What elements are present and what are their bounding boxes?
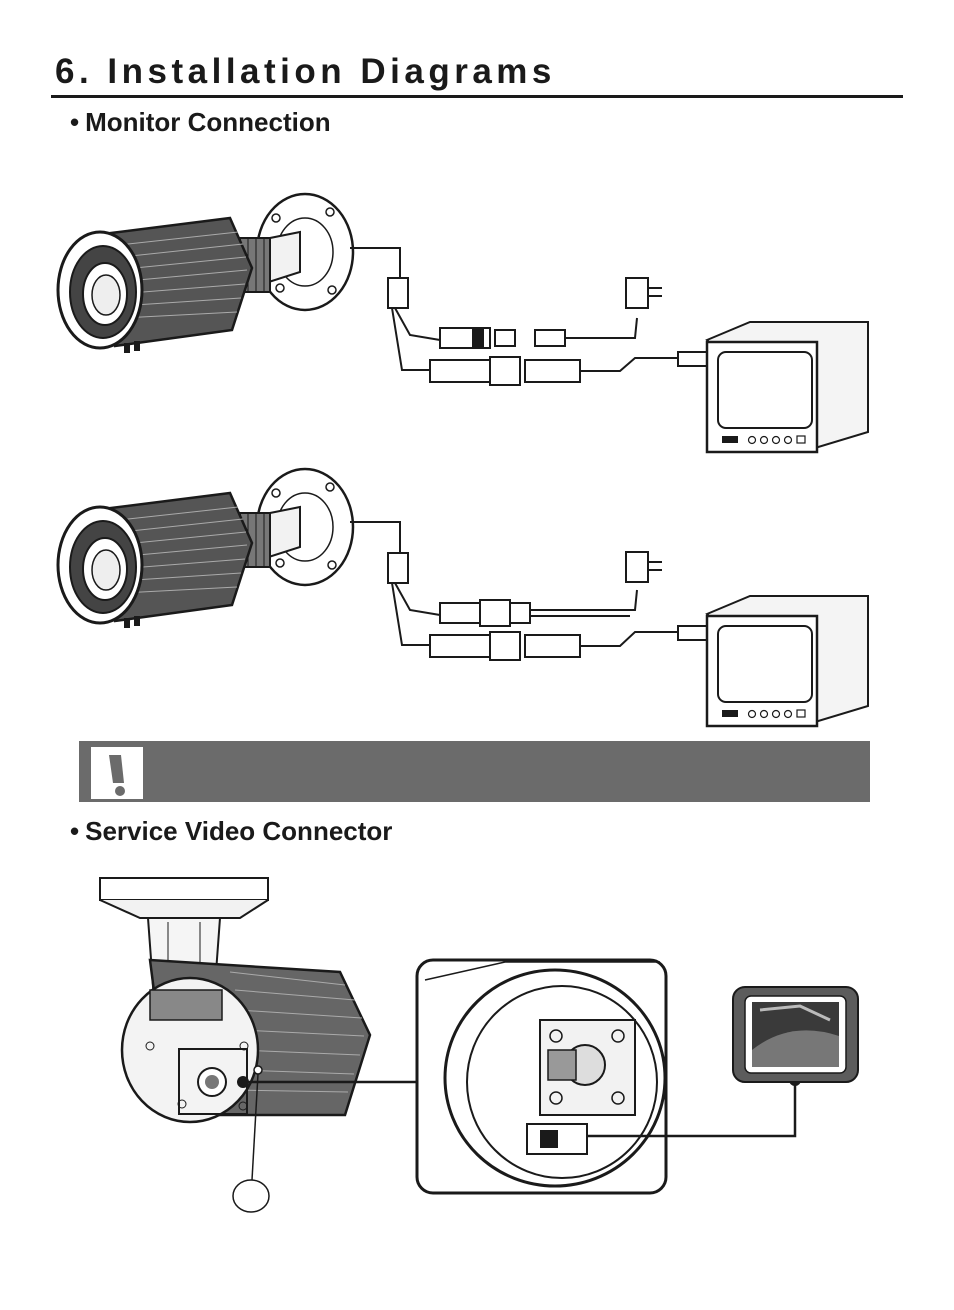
monitor-connection-diagram: [56, 192, 870, 728]
exclamation-icon: [91, 747, 143, 799]
bullet: •: [70, 816, 80, 846]
bullet: •: [70, 107, 80, 137]
connector-zoom-inset: [415, 958, 668, 1195]
power-adapter-icon: [625, 277, 662, 309]
page-title: 6. Installation Diagrams: [55, 52, 556, 91]
bullet-camera-icon: [56, 192, 355, 355]
cable-harness: [350, 247, 709, 386]
section-heading-service-video-connector: •Service Video Connector: [70, 816, 392, 847]
section-heading-text: Monitor Connection: [85, 107, 331, 137]
section-heading-monitor-connection: •Monitor Connection: [70, 107, 331, 138]
crt-monitor-icon: [705, 594, 870, 728]
camera-rear-view: [99, 877, 372, 1213]
bullet-camera-icon: [56, 467, 355, 630]
power-adapter-icon: [625, 551, 662, 583]
callout-dot: [237, 1076, 249, 1088]
service-monitor-icon: [732, 986, 859, 1083]
title-divider: [51, 95, 903, 98]
warning-bar: [79, 741, 870, 802]
cable-harness: [350, 521, 709, 661]
service-cable: [587, 1080, 797, 1138]
service-connector-diagram: [99, 877, 859, 1213]
section-heading-text: Service Video Connector: [85, 816, 393, 846]
crt-monitor-icon: [705, 320, 870, 454]
